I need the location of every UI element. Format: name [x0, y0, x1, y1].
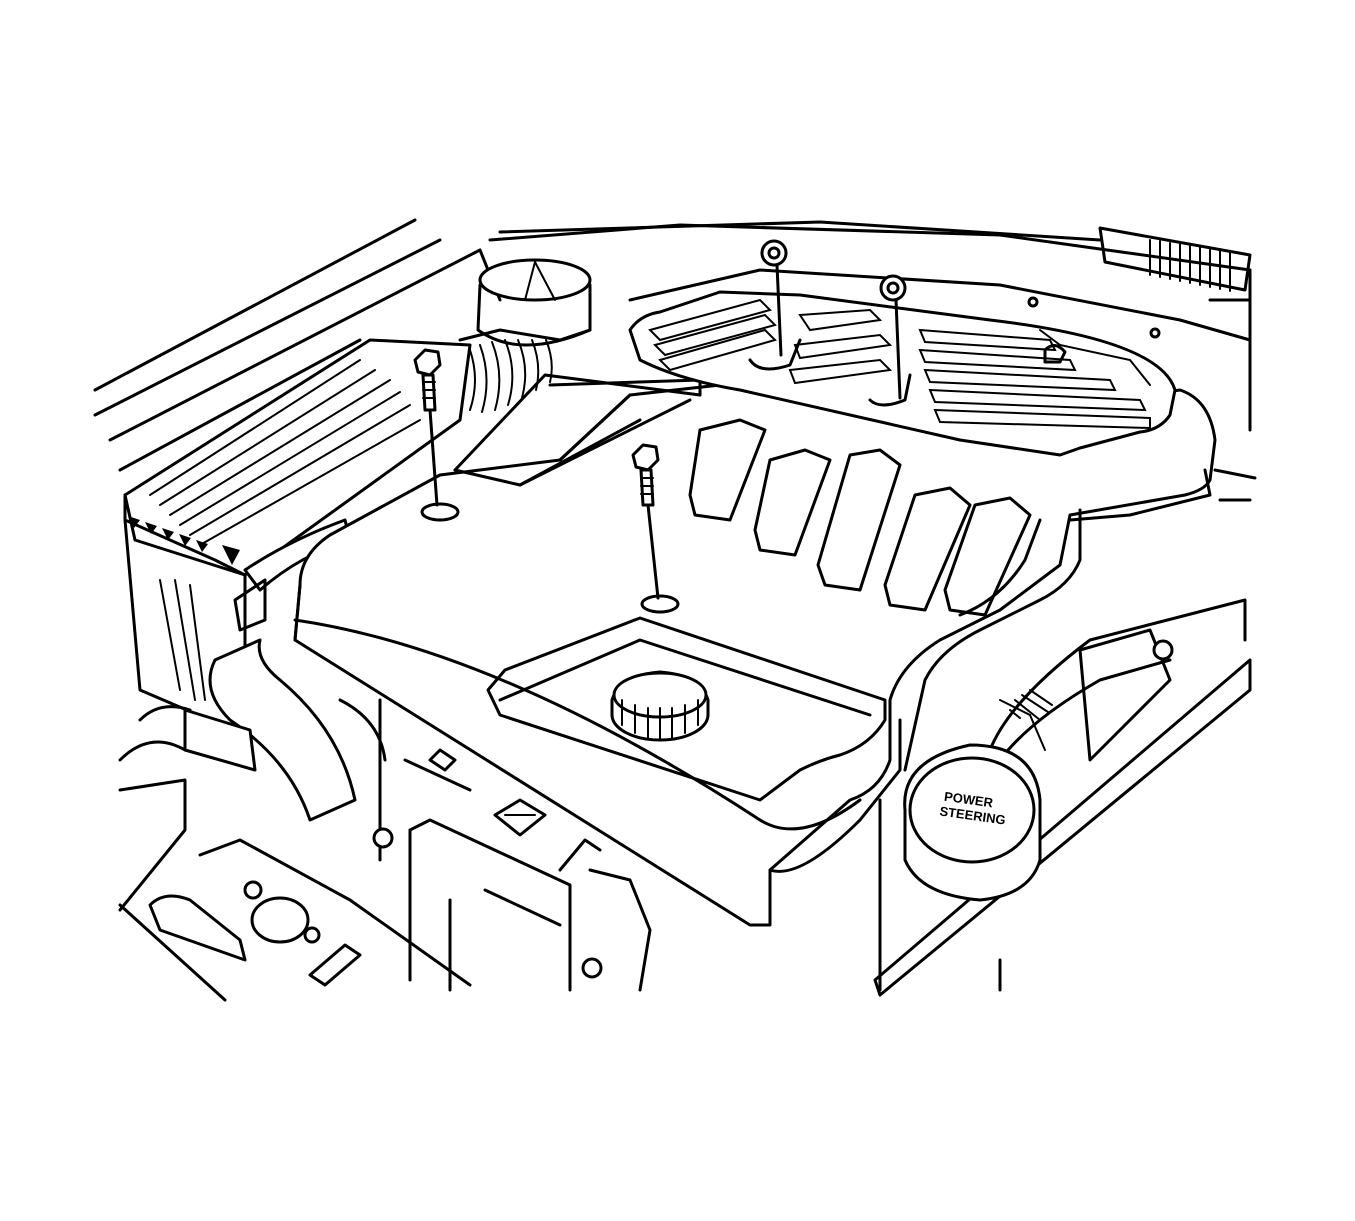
bolt-left — [413, 348, 460, 522]
power-steering-reservoir: POWER STEERING — [903, 689, 1053, 902]
bolt-center — [631, 443, 680, 614]
misc-details — [1027, 296, 1257, 502]
intake-plenum-cover — [628, 290, 1177, 457]
oil-fill-area — [486, 616, 887, 802]
right-fender — [873, 598, 1252, 997]
cowl-vent — [1098, 226, 1252, 292]
power-steering-label-line1: POWER — [943, 789, 994, 811]
oil-fill-cap — [610, 670, 710, 742]
air-intake-duct — [458, 258, 592, 413]
ignition-coil-blocks — [688, 418, 1042, 617]
nut-top-right — [879, 274, 907, 400]
firewall-outline — [488, 220, 1252, 432]
nut-top-left — [760, 239, 788, 357]
lower-left-components — [118, 698, 652, 1002]
hood-left-outline — [93, 218, 502, 472]
